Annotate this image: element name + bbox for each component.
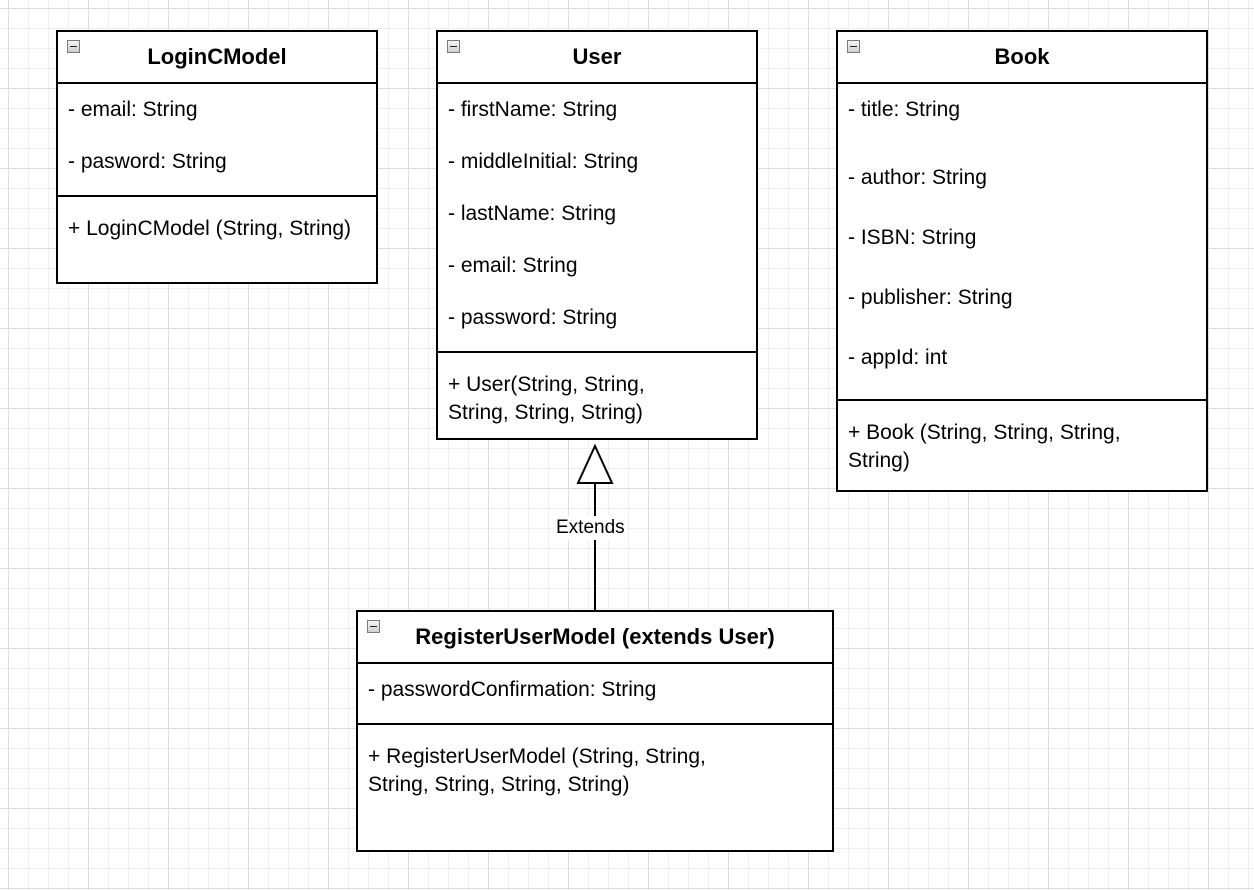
- attributes-section: - title: String - author: String - ISBN:…: [838, 84, 1206, 401]
- attribute: - author: String: [848, 166, 987, 189]
- class-header[interactable]: LoginCModel: [58, 32, 376, 84]
- attributes-section: - firstName: String - middleInitial: Str…: [438, 84, 756, 353]
- attribute: - publisher: String: [848, 286, 1013, 309]
- class-header[interactable]: User: [438, 32, 756, 84]
- attribute: - lastName: String: [448, 202, 617, 225]
- class-user[interactable]: User - firstName: String - middleInitial…: [436, 30, 758, 440]
- attribute: - passwordConfirmation: String: [368, 678, 657, 701]
- collapse-icon[interactable]: [67, 40, 80, 53]
- class-header[interactable]: RegisterUserModel (extends User): [358, 612, 832, 664]
- attribute: - title: String: [848, 98, 961, 121]
- class-registerusermodel[interactable]: RegisterUserModel (extends User) - passw…: [356, 610, 834, 852]
- class-header[interactable]: Book: [838, 32, 1206, 84]
- inheritance-arrowhead: [576, 443, 614, 484]
- attribute: - password: String: [448, 306, 618, 329]
- attribute: - appId: int: [848, 346, 948, 369]
- operation: + Book (String, String, String, String): [848, 421, 1121, 472]
- attribute: - ISBN: String: [848, 226, 977, 249]
- class-logincmodel[interactable]: LoginCModel - email: String - pasword: S…: [56, 30, 378, 284]
- attributes-section: - email: String - pasword: String: [58, 84, 376, 197]
- class-name: Book: [994, 44, 1050, 69]
- attribute: - email: String: [68, 98, 198, 121]
- attributes-section: - passwordConfirmation: String: [358, 664, 832, 725]
- class-name: RegisterUserModel (extends User): [415, 624, 775, 649]
- collapse-icon[interactable]: [367, 620, 380, 633]
- operation: + LoginCModel (String, String): [68, 217, 352, 240]
- attribute: - pasword: String: [68, 150, 227, 173]
- extends-label: Extends: [554, 516, 627, 540]
- collapse-icon[interactable]: [847, 40, 860, 53]
- operation: + RegisterUserModel (String, String, Str…: [368, 745, 706, 796]
- class-name: User: [572, 44, 622, 69]
- class-name: LoginCModel: [147, 44, 287, 69]
- attribute: - email: String: [448, 254, 578, 277]
- class-book[interactable]: Book - title: String - author: String - …: [836, 30, 1208, 492]
- attribute: - middleInitial: String: [448, 150, 639, 173]
- attribute: - firstName: String: [448, 98, 618, 121]
- operation: + User(String, String, String, String, S…: [448, 373, 645, 424]
- collapse-icon[interactable]: [447, 40, 460, 53]
